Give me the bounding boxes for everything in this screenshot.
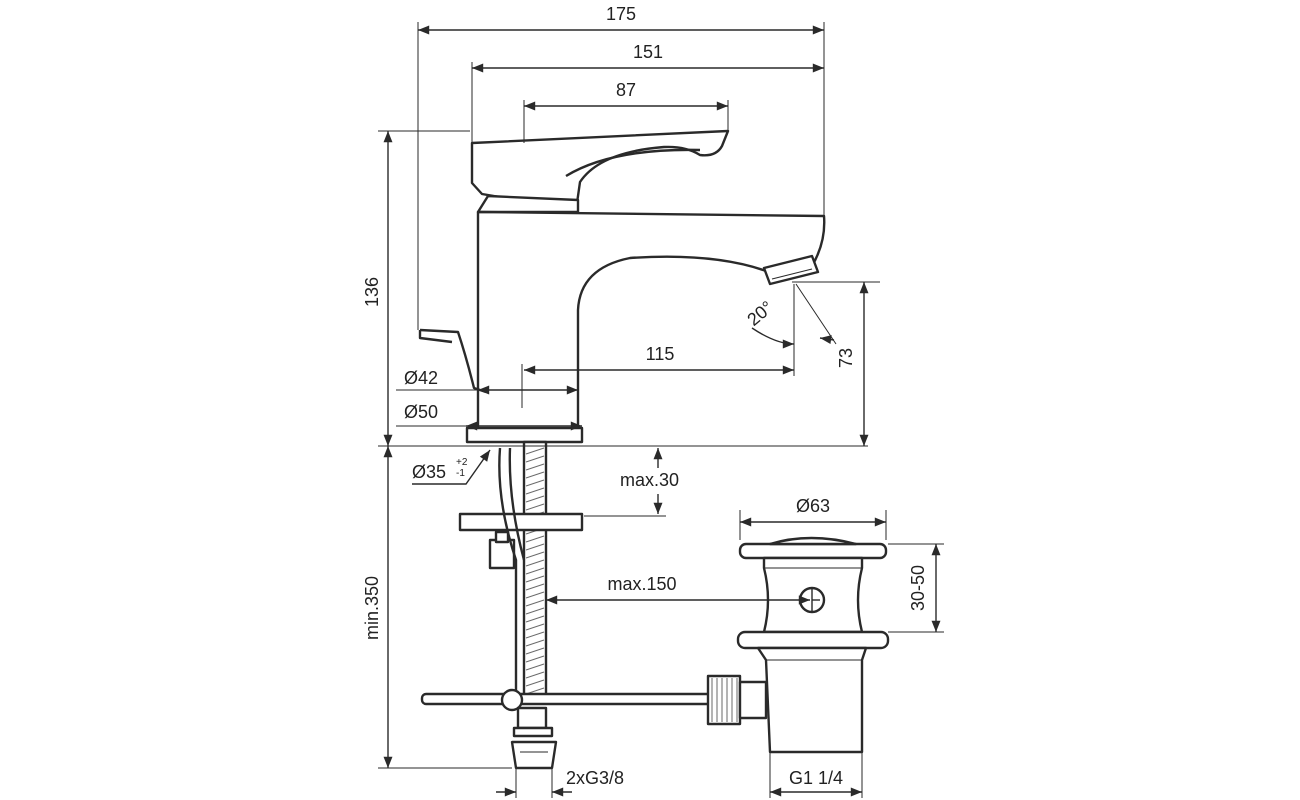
label-dia-35-tol-plus: +2 — [456, 457, 468, 468]
waste-spigot — [706, 674, 742, 726]
label-136: 136 — [362, 277, 382, 307]
label-thread: G1 1/4 — [789, 768, 843, 788]
popup-rod — [420, 692, 714, 706]
label-115: 115 — [646, 344, 675, 364]
label-min-350: min.350 — [362, 576, 382, 640]
waste-lower-body — [756, 646, 868, 754]
waste-cap — [738, 542, 888, 560]
dimension-labels: 175 151 87 136 115 20° 73 Ø42 Ø50 Ø35 +2… — [362, 4, 928, 788]
lever-handle-groove — [565, 148, 701, 178]
fixing-plate — [458, 512, 584, 532]
waste-fitting — [706, 536, 890, 754]
lever-handle — [470, 129, 730, 212]
dimension-lines — [383, 25, 941, 797]
label-dia-63: Ø63 — [796, 496, 830, 516]
label-dia-35: Ø35 — [412, 462, 446, 482]
faucet-body — [476, 210, 826, 432]
aerator — [762, 254, 820, 286]
cartridge-cap — [476, 194, 580, 214]
label-87: 87 — [616, 80, 636, 100]
label-73: 73 — [836, 348, 856, 368]
faucet — [418, 129, 826, 444]
label-30-50: 30-50 — [908, 565, 928, 611]
label-connections: 2xG3/8 — [566, 768, 624, 788]
waste-upper-body — [762, 556, 864, 634]
label-max-150: max.150 — [607, 574, 676, 594]
shank-hatching — [525, 447, 545, 695]
dim-leader-35 — [412, 449, 491, 485]
label-max-30: max.30 — [620, 470, 679, 490]
waste-collar — [736, 630, 890, 650]
popup-lever — [419, 328, 487, 394]
connection-fitting — [510, 740, 558, 770]
label-dia-50: Ø50 — [404, 402, 438, 422]
rod-clip — [500, 688, 524, 712]
under-sink-assembly — [420, 440, 714, 770]
dim-arc-20 — [751, 327, 795, 349]
flexible-hose — [498, 447, 518, 690]
label-20-degrees: 20° — [743, 297, 777, 330]
label-151: 151 — [633, 42, 663, 62]
label-175: 175 — [606, 4, 636, 24]
label-dia-35-tol-minus: -1 — [456, 468, 465, 479]
base-flange — [465, 426, 584, 444]
connection-nut — [516, 706, 548, 730]
label-dia-42: Ø42 — [404, 368, 438, 388]
